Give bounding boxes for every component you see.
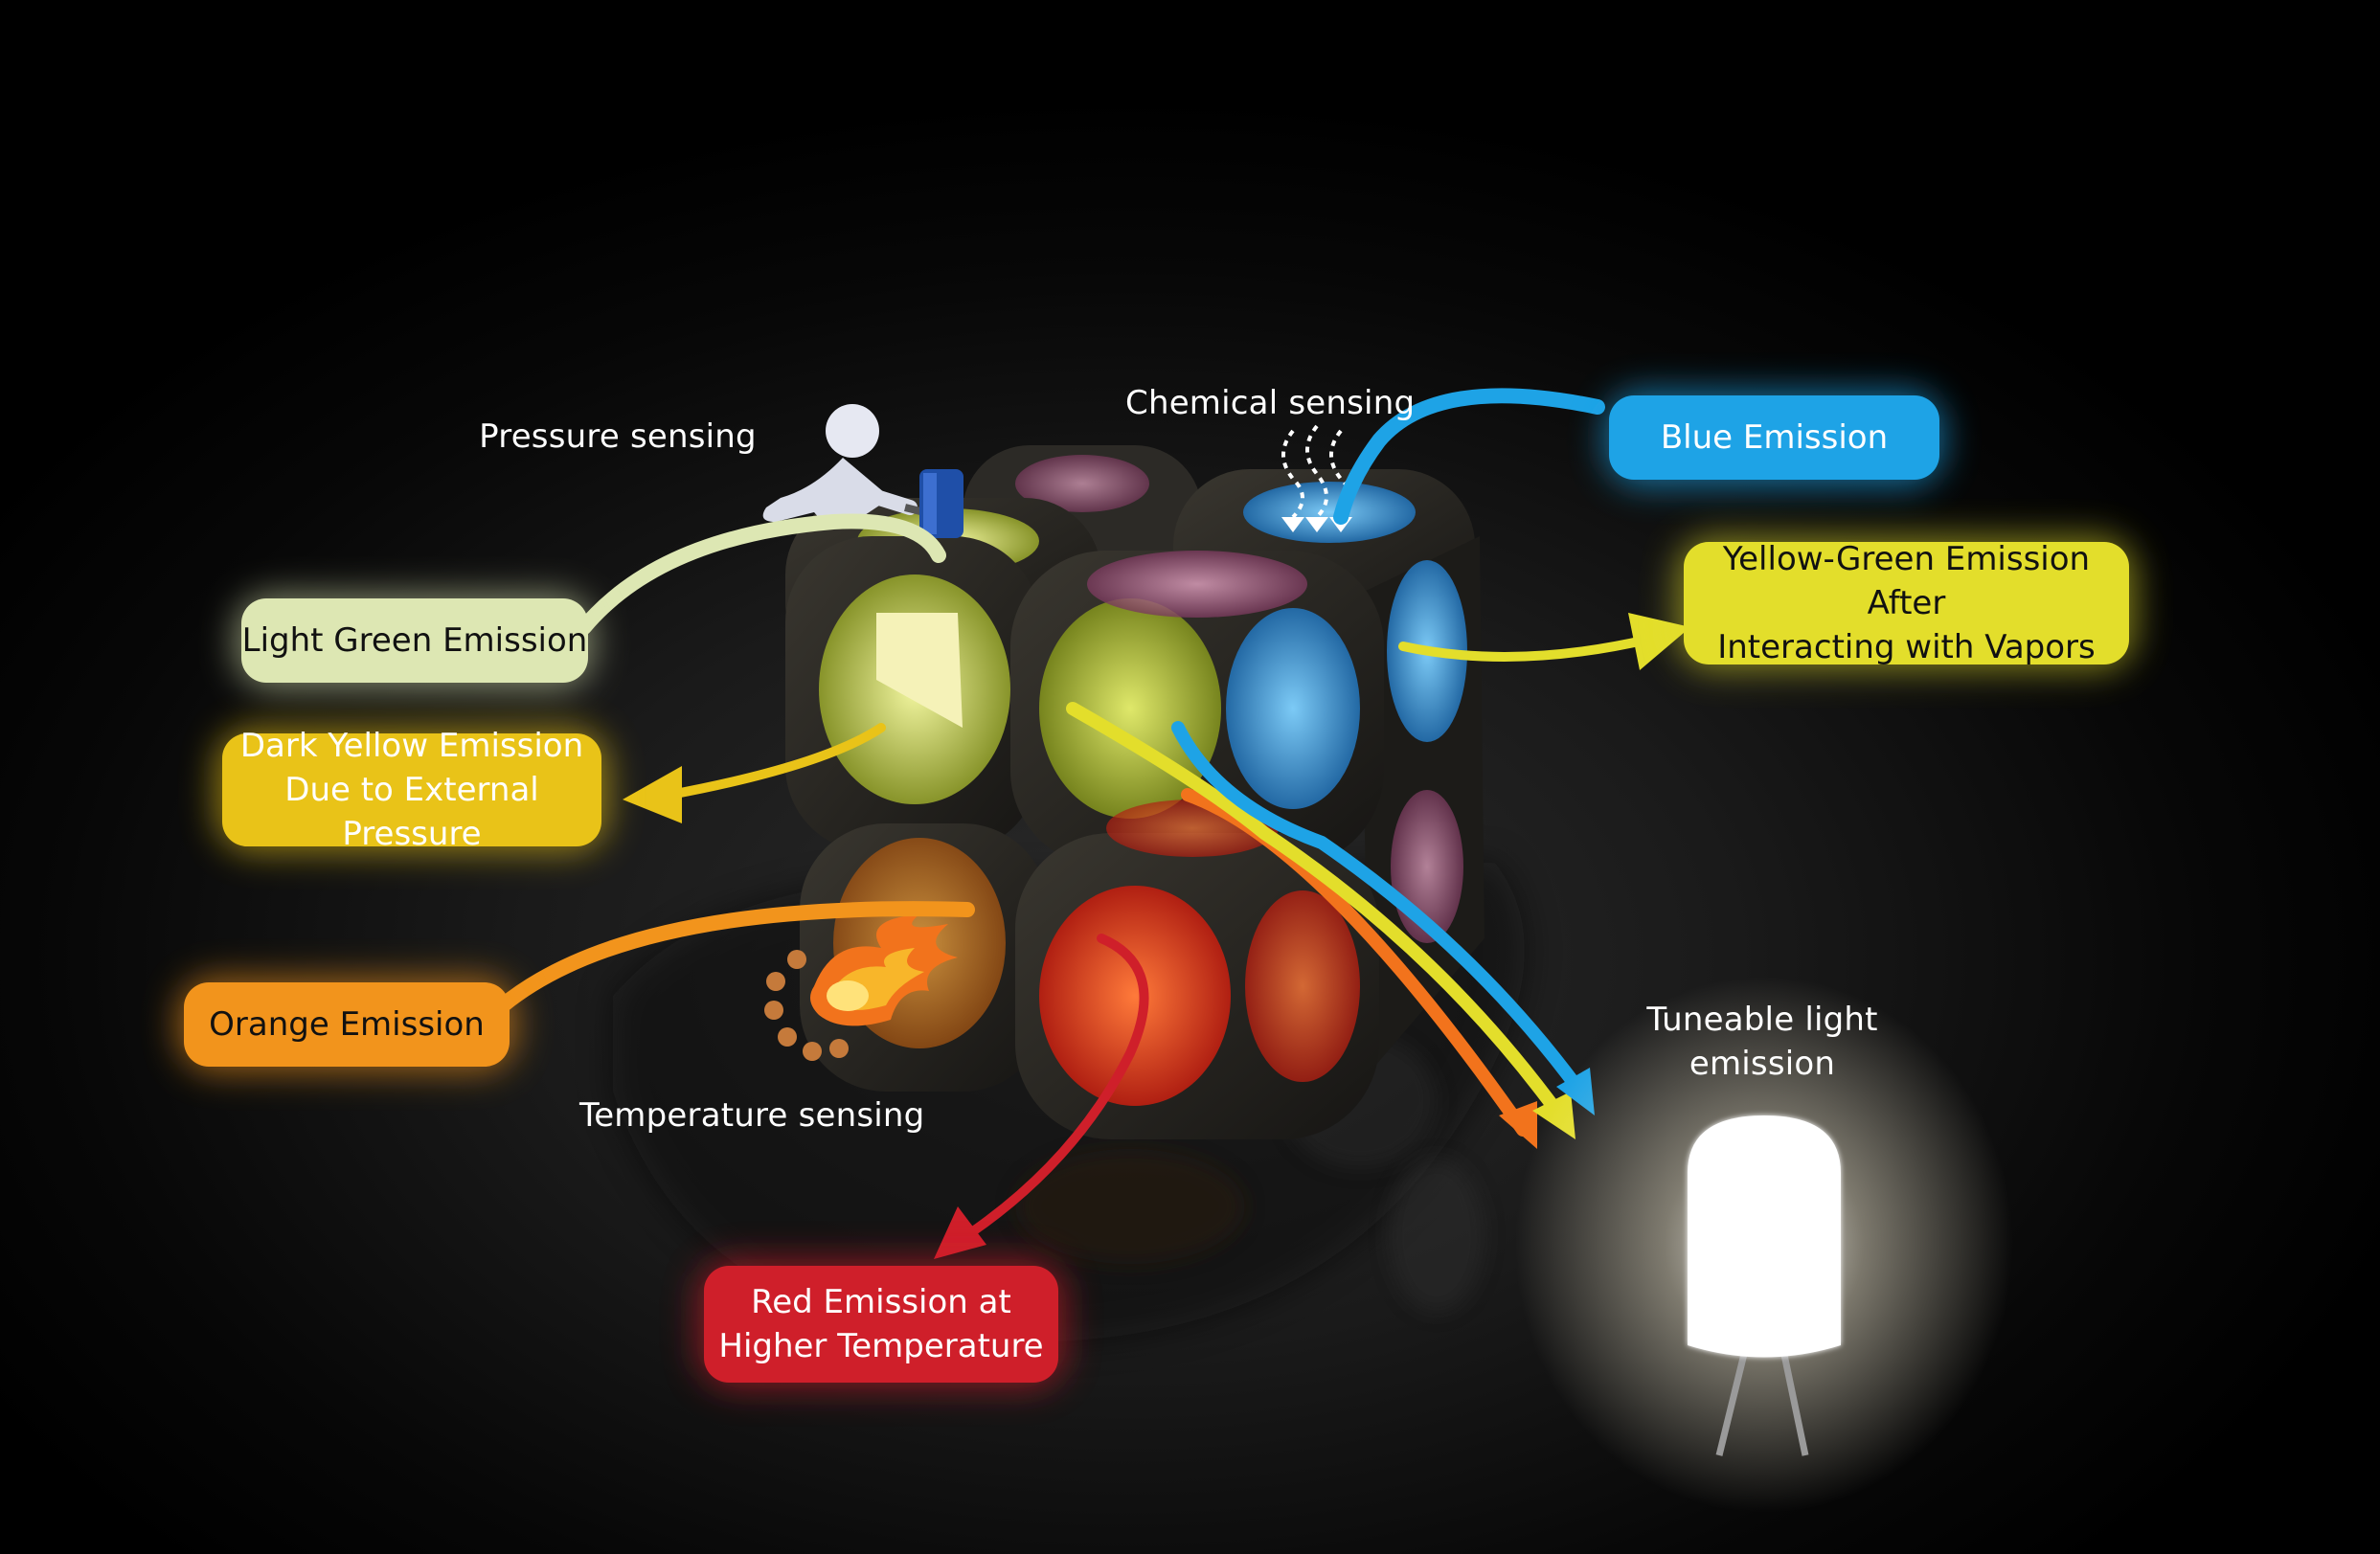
blue-emission-arrow [1333,388,1605,525]
stick-figure-hammer-icon [762,404,963,538]
yellow-green-emission-pill: Yellow-Green Emission After Interacting … [1684,540,2129,666]
chemical-sensing-label: Chemical sensing [1125,384,1416,422]
orange-emission-pill: Orange Emission [184,982,510,1067]
yellow-green-emission-arrow [1398,635,1652,662]
emission-arrows [495,388,1652,1250]
tuneable-yellow-arrow [1066,702,1563,1117]
orange-emission-arrow [495,901,975,1013]
blue-emission-pill: Blue Emission [1609,395,1939,480]
pressure-sensing-label: Pressure sensing [479,417,757,456]
tuneable-light-emission-label: Tuneable light emission [1646,1001,1878,1083]
dark-yellow-emission-arrow [666,723,886,800]
red-emission-pill: Red Emission at Higher Temperature [704,1266,1058,1383]
dark-yellow-emission-pill: Dark Yellow Emission Due to External Pre… [222,727,601,853]
red-emission-arrow [948,934,1149,1250]
temperature-sensing-label: Temperature sensing [579,1096,925,1135]
tuneable-orange-arrow [1181,788,1530,1137]
tuneable-blue-arrow [1171,721,1587,1098]
flame-icon [764,914,958,1061]
light-green-emission-arrow [577,513,946,635]
light-green-emission-pill: Light Green Emission [241,598,588,683]
light-bulb-icon [1515,977,2013,1513]
